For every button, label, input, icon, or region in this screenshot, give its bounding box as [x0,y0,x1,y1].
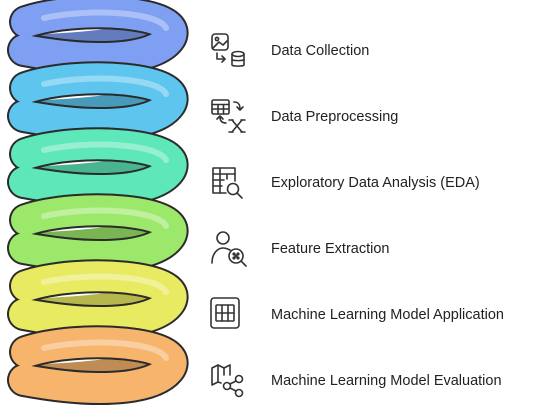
step-label: Data Preprocessing [271,109,399,125]
coil-front-segment [9,63,187,139]
grid-window-icon [208,295,252,335]
step-label: Data Collection [271,43,370,59]
spiral-coil [7,0,189,405]
step-model-evaluation: Machine Learning Model Evaluation [208,361,559,401]
coil-highlight [41,9,169,31]
step-data-preprocessing: Data Preprocessing [208,97,559,137]
coil-front-segment [9,327,187,403]
map-share-icon [208,361,252,401]
table-transform-icon [208,97,252,137]
step-label: Exploratory Data Analysis (EDA) [271,175,480,191]
coil-front-segment [9,195,187,271]
table-search-icon [208,163,252,203]
step-feature-extraction: Feature Extraction [208,229,559,269]
step-data-collection: Data Collection [208,31,559,71]
coil-highlight [41,339,169,361]
coil-highlight [41,273,169,295]
coil-front-segment [9,129,187,205]
coil-highlight [41,141,169,163]
step-model-application: Machine Learning Model Application [208,295,559,335]
step-label: Machine Learning Model Evaluation [271,373,502,389]
coil-highlight [41,75,169,97]
image-to-database-icon [208,31,252,71]
step-label: Machine Learning Model Application [271,307,504,323]
step-label: Feature Extraction [271,241,390,257]
person-feature-search-icon [208,229,252,269]
coil-front-segment [9,0,187,73]
coil-highlight [41,207,169,229]
step-exploratory-data-analysis: Exploratory Data Analysis (EDA) [208,163,559,203]
coil-front-segment [9,261,187,337]
coil-front-segments [7,0,189,405]
